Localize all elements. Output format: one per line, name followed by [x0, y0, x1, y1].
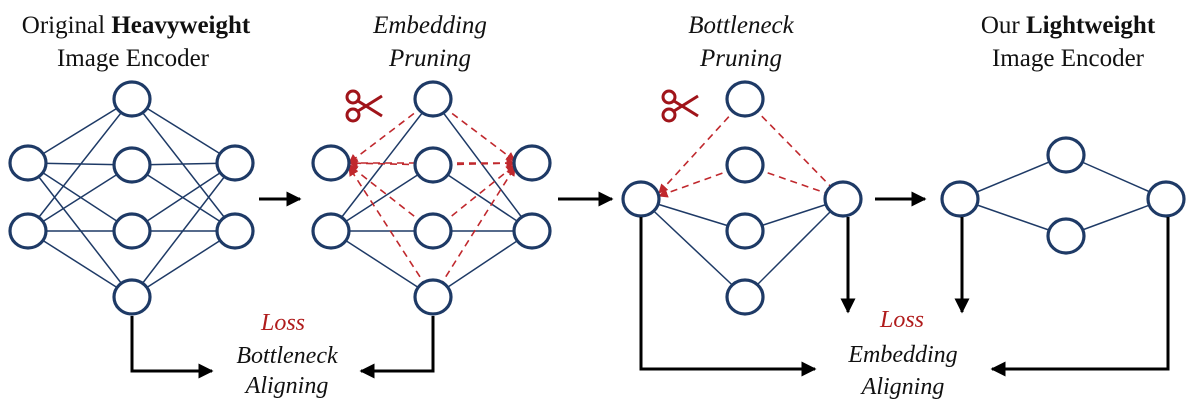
loss-name-2-line1: Embedding: [847, 342, 957, 368]
node: [413, 80, 453, 118]
panel-2-title-line2: Pruning: [388, 45, 471, 72]
node: [311, 144, 351, 182]
bottleneck-pruning-network: Bottleneck Pruning: [621, 12, 863, 316]
node: [725, 146, 765, 184]
panel-1-title-line1: Original Heavyweight: [22, 12, 251, 39]
embedding-nodes: [311, 80, 552, 316]
node: [112, 146, 152, 184]
node: [823, 180, 863, 218]
node: [621, 180, 661, 218]
loss-arrow: [130, 316, 214, 379]
loss-arrow: [639, 217, 817, 377]
loss-name-1-line2: Aligning: [244, 373, 329, 399]
node: [725, 80, 765, 118]
node: [8, 144, 48, 182]
node: [112, 212, 152, 250]
node: [940, 180, 980, 218]
node: [512, 144, 552, 182]
node: [413, 146, 453, 184]
embedding-pruning-network: Embedding Pruning: [311, 12, 552, 316]
heavyweight-encoder-network: Original Heavyweight Image Encoder: [8, 12, 255, 316]
bottleneck-nodes: [621, 80, 863, 316]
embedding-pruned-edges: [348, 98, 516, 298]
node: [112, 80, 152, 118]
node: [725, 278, 765, 316]
node: [1046, 217, 1086, 255]
node: [725, 212, 765, 250]
panel-2-title-line1: Embedding: [372, 12, 487, 39]
lightweight-nodes: [940, 136, 1186, 255]
loss-arrow: [359, 316, 435, 379]
scissors-icon: [661, 89, 699, 123]
embedding-kept-edges: [330, 98, 533, 298]
node: [1146, 180, 1186, 218]
node: [413, 212, 453, 250]
panel-4-title-line2: Image Encoder: [992, 45, 1145, 72]
node: [112, 278, 152, 316]
node: [1046, 136, 1086, 174]
node: [215, 144, 255, 182]
panel-3-title-line1: Bottleneck: [688, 12, 794, 39]
heavyweight-edges: [27, 98, 236, 298]
loss-name-2-line2: Aligning: [860, 374, 945, 400]
lightweight-encoder-network: Our Lightweight Image Encoder: [940, 12, 1186, 255]
panel-4-title-line1: Our Lightweight: [981, 12, 1156, 39]
heavyweight-nodes: [8, 80, 255, 316]
bottleneck-aligning-loss: Loss Bottleneck Aligning: [130, 310, 435, 399]
node: [512, 212, 552, 250]
scissors-icon: [345, 89, 383, 123]
panel-1-title-line2: Image Encoder: [57, 45, 210, 72]
panel-3-title-line2: Pruning: [699, 45, 782, 72]
loss-label-1: Loss: [260, 310, 305, 336]
node: [311, 212, 351, 250]
loss-label-2: Loss: [879, 307, 924, 333]
loss-name-1-line1: Bottleneck: [236, 343, 338, 369]
node: [215, 212, 255, 250]
node: [8, 212, 48, 250]
node: [413, 278, 453, 316]
embedding-aligning-loss: Loss Embedding Aligning: [639, 217, 1170, 400]
loss-arrow: [990, 217, 1170, 377]
